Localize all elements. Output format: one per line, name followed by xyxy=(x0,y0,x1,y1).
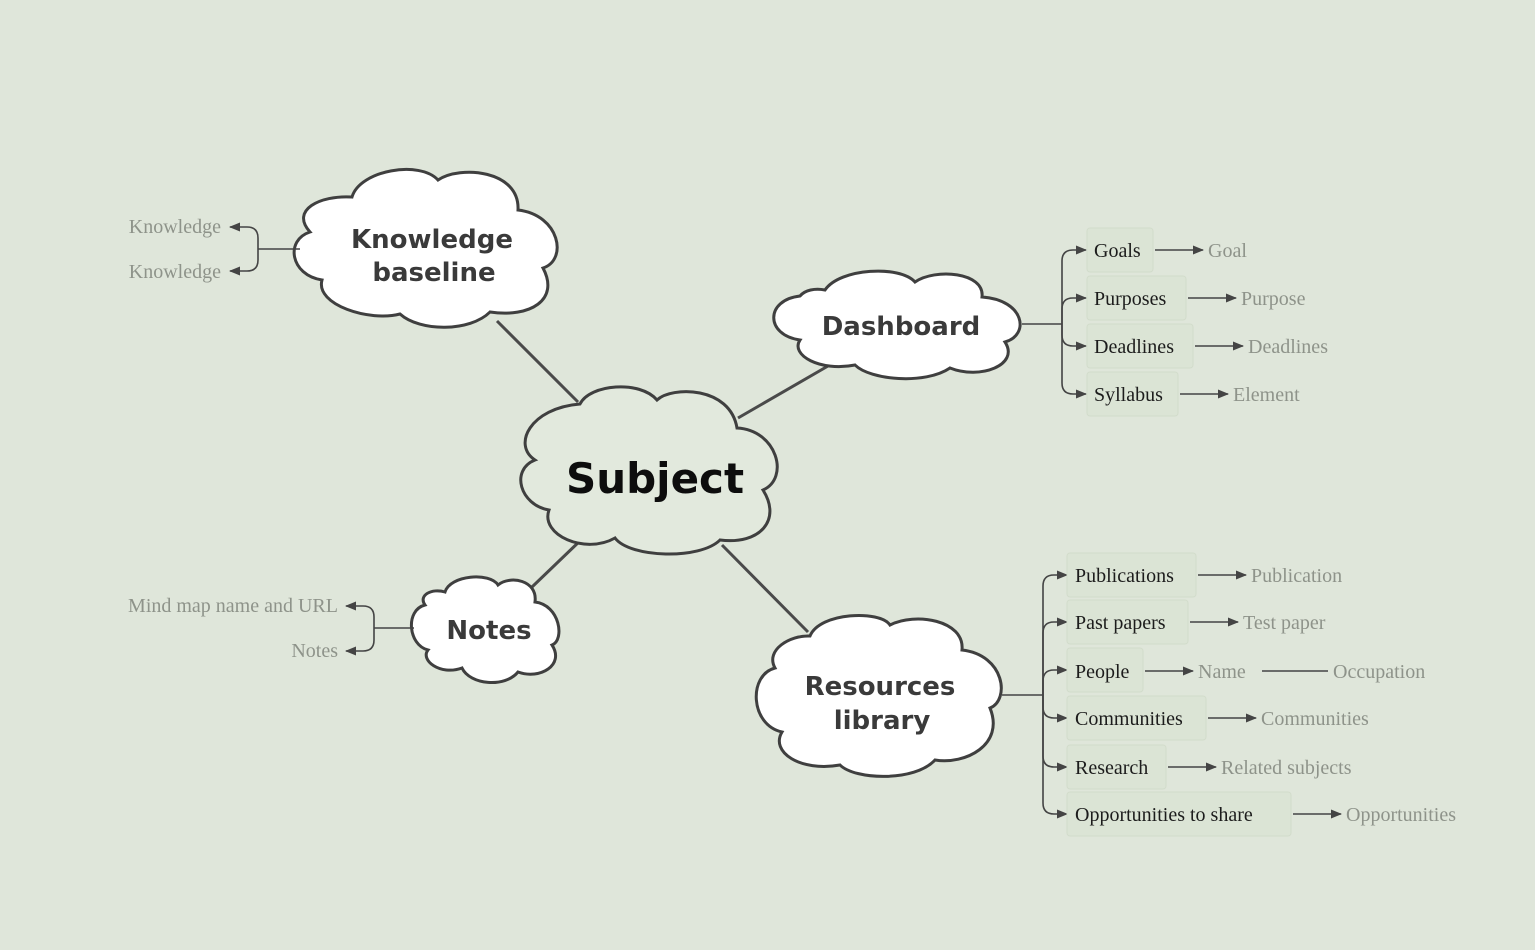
notes-node[interactable]: Notes xyxy=(409,575,561,685)
resources-leaf-test-paper[interactable]: Test paper xyxy=(1243,612,1326,634)
resources-item-people[interactable]: People xyxy=(1066,647,1144,693)
knowledge-leaf-1[interactable]: Knowledge xyxy=(129,216,221,238)
resources-item-label: Opportunities to share xyxy=(1075,804,1253,826)
resources-library-node[interactable]: Resources library xyxy=(754,614,1003,778)
dashboard-item-deadlines[interactable]: Deadlines xyxy=(1086,323,1194,369)
notes-leaf-notes[interactable]: Notes xyxy=(291,640,338,662)
dashboard-leaf-deadlines[interactable]: Deadlines xyxy=(1248,336,1328,358)
dashboard-item-label: Deadlines xyxy=(1094,336,1174,358)
central-topic[interactable]: Subject xyxy=(519,385,779,556)
main-connectors xyxy=(495,319,829,634)
notes-leaf-mindmap-url[interactable]: Mind map name and URL xyxy=(128,595,338,617)
resources-library-label-line1: Resources xyxy=(805,672,956,702)
dashboard-leaf-element[interactable]: Element xyxy=(1233,384,1300,406)
dashboard-node[interactable]: Dashboard xyxy=(772,269,1022,381)
knowledge-baseline-label-line2: baseline xyxy=(372,258,495,288)
knowledge-baseline-node[interactable]: Knowledge baseline xyxy=(292,167,559,329)
resources-leaf-name[interactable]: Name xyxy=(1198,661,1246,683)
resources-connectors xyxy=(1002,570,1343,819)
notes-connectors xyxy=(344,601,414,656)
resources-leaf-related-subjects[interactable]: Related subjects xyxy=(1221,757,1352,779)
resources-leaf-occupation[interactable]: Occupation xyxy=(1333,661,1425,683)
dashboard-leaf-goal[interactable]: Goal xyxy=(1208,240,1247,262)
resources-item-label: Past papers xyxy=(1075,612,1166,634)
resources-item-communities[interactable]: Communities xyxy=(1066,695,1207,741)
connector-resources xyxy=(720,543,810,634)
resources-item-publications[interactable]: Publications xyxy=(1066,552,1197,598)
resources-leaf-opportunities[interactable]: Opportunities xyxy=(1346,804,1456,826)
knowledge-leaf-2[interactable]: Knowledge xyxy=(129,261,221,283)
resources-item-opportunities-to-share[interactable]: Opportunities to share xyxy=(1066,791,1292,837)
resources-library-label-line2: library xyxy=(834,706,931,736)
notes-label: Notes xyxy=(446,616,531,646)
connector-dashboard xyxy=(737,364,829,420)
dashboard-item-purposes[interactable]: Purposes xyxy=(1086,275,1187,321)
knowledge-connectors xyxy=(228,222,300,276)
knowledge-baseline-label-line1: Knowledge xyxy=(351,225,513,255)
dashboard-item-label: Syllabus xyxy=(1094,384,1163,406)
resources-leaf-communities[interactable]: Communities xyxy=(1261,708,1369,730)
central-topic-label: Subject xyxy=(566,454,744,503)
dashboard-item-goals[interactable]: Goals xyxy=(1086,227,1154,273)
connector-notes xyxy=(530,536,585,589)
resources-item-research[interactable]: Research xyxy=(1066,744,1167,790)
resources-leaf-publication[interactable]: Publication xyxy=(1251,565,1342,587)
dashboard-item-label: Goals xyxy=(1094,240,1141,262)
resources-item-label: Research xyxy=(1075,757,1148,779)
dashboard-item-label: Purposes xyxy=(1094,288,1166,310)
dashboard-item-syllabus[interactable]: Syllabus xyxy=(1086,371,1179,417)
resources-item-label: Communities xyxy=(1075,708,1183,730)
dashboard-leaf-purpose[interactable]: Purpose xyxy=(1241,288,1306,310)
connector-knowledge xyxy=(495,319,580,404)
dashboard-label: Dashboard xyxy=(822,312,981,342)
dashboard-connectors xyxy=(1022,245,1245,399)
resources-item-label: People xyxy=(1075,661,1130,683)
resources-item-past-papers[interactable]: Past papers xyxy=(1066,599,1189,645)
resources-item-label: Publications xyxy=(1075,565,1174,587)
